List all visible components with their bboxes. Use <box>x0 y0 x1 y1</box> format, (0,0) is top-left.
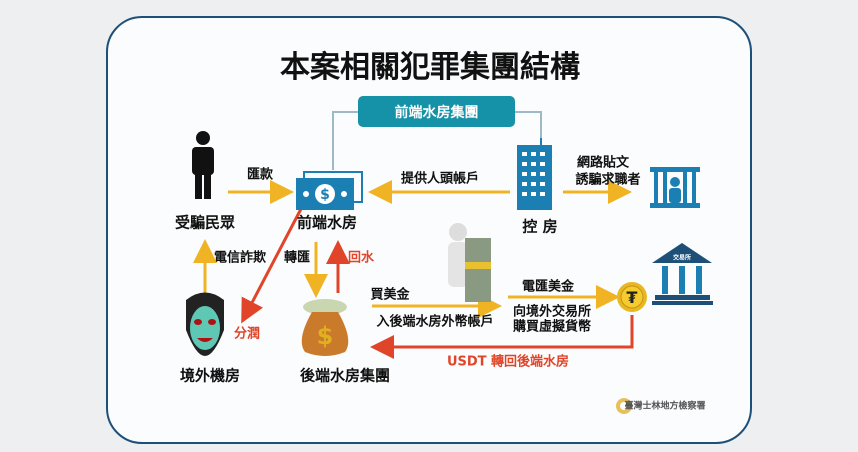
prosecutors-office-name: 臺灣士林地方檢察署 <box>624 401 706 412</box>
arrow-usdt-return <box>370 315 634 359</box>
online-post-label-1: 網路貼文 <box>576 155 630 171</box>
victims-label: 受騙民眾 <box>174 213 236 232</box>
buy-usd-label-2: 入後端水房外幣帳戶 <box>376 314 494 330</box>
arrow-profit-share <box>241 206 304 324</box>
front-water-room-group-box: 前端水房集團 <box>358 96 515 127</box>
buy-crypto-label-1: 向境外交易所 <box>512 304 592 320</box>
building-icon <box>517 138 552 210</box>
buy-crypto-label-2: 購買虛擬貨幣 <box>512 319 592 335</box>
prosecutors-office-logo <box>616 398 632 414</box>
online-post-label-2: 誘騙求職者 <box>575 172 641 188</box>
vampire-face-icon <box>186 292 224 356</box>
group-connector-right <box>515 111 542 142</box>
remit-label: 匯款 <box>246 167 274 183</box>
page-title: 本案相關犯罪集團結構 <box>280 50 580 85</box>
exchange-icon-text: 交易所 <box>672 254 692 262</box>
return-water-label: 回水 <box>347 250 375 266</box>
group-connector-left <box>332 111 358 170</box>
profit-share-label: 分潤 <box>233 326 261 342</box>
money-icon: $ <box>296 171 363 210</box>
tether-coin-icon: ₮ <box>617 282 647 312</box>
transfer-label: 轉匯 <box>283 250 311 266</box>
usdt-return-label: USDT 轉回後端水房 <box>446 354 570 370</box>
telecom-fraud-label: 電信詐欺 <box>213 250 267 266</box>
money-bag-icon: $ <box>301 299 349 356</box>
back-water-group-label: 後端水房集團 <box>299 366 391 385</box>
svg-text:₮: ₮ <box>626 288 637 307</box>
provide-accounts-label: 提供人頭帳戶 <box>400 171 480 187</box>
diagram-frame <box>106 16 752 444</box>
man-with-money-icon <box>448 223 491 302</box>
jail-icon <box>650 167 700 208</box>
front-water-room-label: 前端水房 <box>296 213 358 232</box>
buy-usd-label-1: 買美金 <box>370 287 410 303</box>
wire-usd-label: 電匯美金 <box>521 279 575 295</box>
offshore-room-label: 境外機房 <box>179 366 241 385</box>
person-icon <box>192 131 214 199</box>
svg-text:$: $ <box>317 322 334 350</box>
exchange-bank-icon <box>652 243 713 305</box>
control-room-label: 控 房 <box>522 217 558 236</box>
svg-text:$: $ <box>320 187 330 203</box>
